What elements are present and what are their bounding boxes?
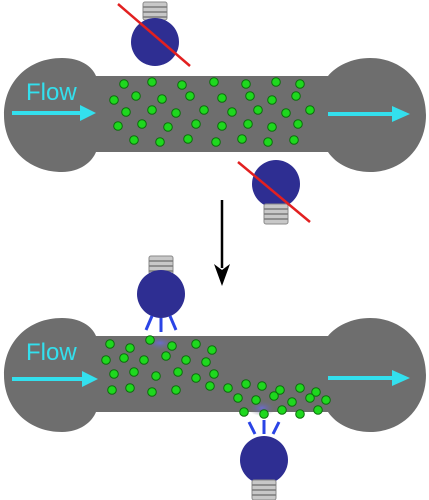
particle xyxy=(147,77,157,87)
particle xyxy=(211,137,221,147)
particle xyxy=(105,339,115,349)
particle xyxy=(217,93,227,103)
top-particles xyxy=(109,77,315,147)
particle xyxy=(305,393,315,403)
particle xyxy=(293,119,303,129)
particle xyxy=(223,383,233,393)
particle xyxy=(191,339,201,349)
particle xyxy=(269,391,279,401)
off-slash-line xyxy=(117,3,191,67)
particle xyxy=(177,80,187,90)
particle xyxy=(241,379,251,389)
particle xyxy=(245,91,255,101)
particle xyxy=(171,385,181,395)
particle xyxy=(107,385,117,395)
particle xyxy=(155,137,165,147)
particle xyxy=(233,393,243,403)
particle xyxy=(237,134,247,144)
particle xyxy=(251,395,261,405)
bottom-flow-arrow-right xyxy=(328,370,410,386)
particle xyxy=(163,122,173,132)
particle xyxy=(305,105,315,115)
particle xyxy=(145,335,155,345)
particle xyxy=(125,383,135,393)
bottom-particles xyxy=(101,335,331,419)
light-bulb-on-icon xyxy=(240,420,288,500)
particle xyxy=(259,409,269,419)
particle xyxy=(289,135,299,145)
particle xyxy=(119,353,129,363)
particle xyxy=(181,355,191,365)
top-panel: Flow xyxy=(4,1,426,225)
particle xyxy=(253,105,263,115)
particle xyxy=(263,137,273,147)
particle xyxy=(119,79,129,89)
particle xyxy=(113,121,123,131)
particle xyxy=(185,91,195,101)
top-channel xyxy=(4,58,426,172)
particle xyxy=(287,397,297,407)
particle xyxy=(217,121,227,131)
particle xyxy=(205,381,215,391)
light-bulb-off-icon xyxy=(117,1,191,67)
particle xyxy=(271,77,281,87)
particle xyxy=(267,122,277,132)
particle xyxy=(313,405,323,415)
light-rays-icon xyxy=(247,420,281,435)
particle xyxy=(267,95,277,105)
bottom-flow-arrow-left xyxy=(12,371,98,387)
particle xyxy=(125,343,135,353)
particle xyxy=(209,369,219,379)
particle xyxy=(281,108,291,118)
particle xyxy=(109,95,119,105)
particle xyxy=(257,381,267,391)
particle xyxy=(121,107,131,117)
top-flow-arrow-left xyxy=(12,105,96,121)
particle xyxy=(139,355,149,365)
particle xyxy=(275,385,285,395)
particle xyxy=(201,357,211,367)
particle xyxy=(295,409,305,419)
particle xyxy=(183,134,193,144)
particle xyxy=(109,369,119,379)
off-slash-line xyxy=(237,161,311,223)
particle xyxy=(129,367,139,377)
particle xyxy=(227,107,237,117)
particle xyxy=(239,407,249,417)
particle xyxy=(147,105,157,115)
down-arrow-icon xyxy=(214,200,230,286)
particle xyxy=(131,91,141,101)
particle xyxy=(129,135,139,145)
particle xyxy=(171,108,181,118)
particle xyxy=(137,119,147,129)
particle xyxy=(295,79,305,89)
particle xyxy=(173,367,183,377)
particle xyxy=(161,351,171,361)
particle xyxy=(151,371,161,381)
light-bulb-off-icon xyxy=(237,160,311,225)
particle xyxy=(243,119,253,129)
bottom-panel: Flow xyxy=(4,255,426,500)
particle xyxy=(321,395,331,405)
top-flow-label: Flow xyxy=(26,79,77,106)
light-rays-icon xyxy=(144,315,178,332)
particle xyxy=(277,405,287,415)
particle xyxy=(101,355,111,365)
light-bulb-on-icon xyxy=(137,255,185,332)
particle xyxy=(207,345,217,355)
particle xyxy=(291,91,301,101)
particle xyxy=(157,94,167,104)
bottom-flow-label: Flow xyxy=(26,339,77,366)
particle xyxy=(295,383,305,393)
particle xyxy=(311,387,321,397)
particle xyxy=(199,105,209,115)
particle xyxy=(191,119,201,129)
particle xyxy=(241,79,251,89)
particle xyxy=(209,77,219,87)
particle xyxy=(167,341,177,351)
particle xyxy=(191,373,201,383)
top-flow-arrow-right xyxy=(328,106,410,122)
particle xyxy=(147,387,157,397)
